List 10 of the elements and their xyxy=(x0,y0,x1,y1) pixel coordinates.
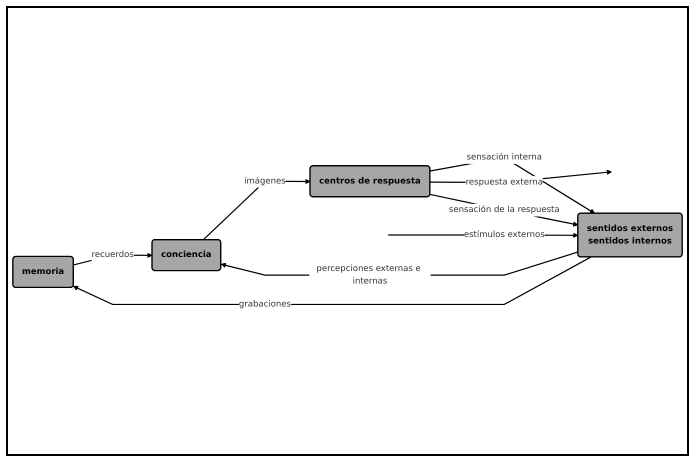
edge-label: grabaciones xyxy=(238,299,291,310)
edge-label: sensación interna xyxy=(466,152,542,162)
edge-label: respuesta externa xyxy=(466,177,543,188)
edge-label: sensación de la respuesta xyxy=(448,204,560,215)
arrow xyxy=(72,256,591,306)
edge-label: recuerdos xyxy=(92,250,134,260)
edge-label: percepciones externas e internas xyxy=(316,264,421,286)
edge-label: imágenes xyxy=(244,176,286,186)
arrow xyxy=(430,194,578,227)
edge-label: estímulos externos xyxy=(464,230,545,240)
